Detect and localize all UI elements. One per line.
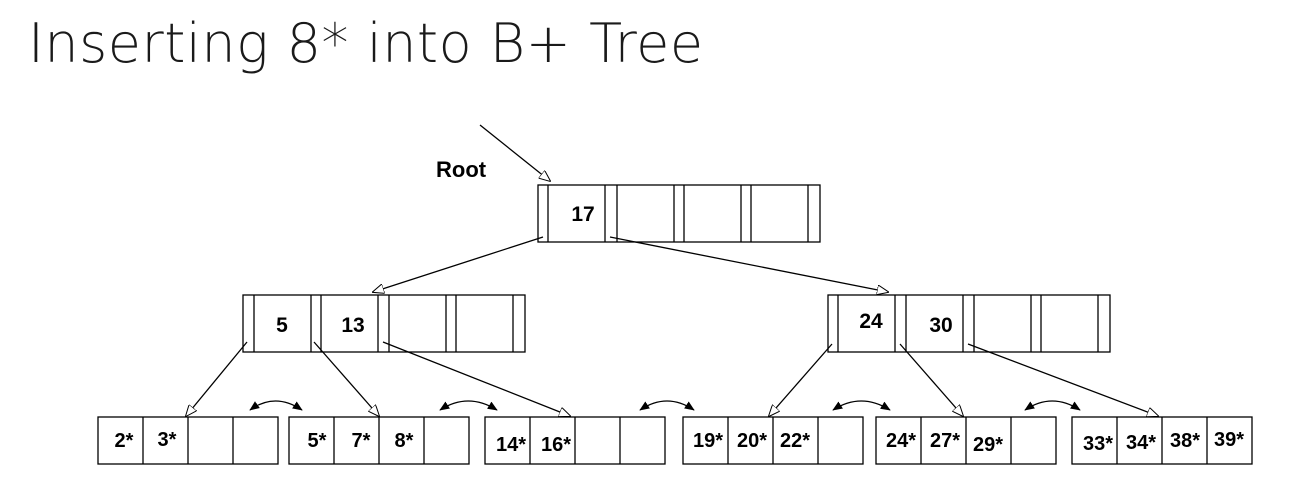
leaf-entry: 24*	[886, 430, 916, 452]
leaf-entry: 39*	[1214, 429, 1244, 451]
root-pointer-arrow	[479, 124, 550, 181]
leaf-entry: 22*	[780, 430, 810, 452]
leaf-node: 5* 7* 8*	[288, 416, 470, 465]
root-label: Root	[436, 157, 487, 182]
root-key: 17	[571, 203, 594, 226]
internal-key: 5	[276, 314, 288, 337]
leaf-entry: 38*	[1170, 430, 1200, 452]
leaf-entry: 3*	[158, 429, 177, 451]
leaf-entry: 7*	[352, 430, 371, 452]
leaf-entry: 8*	[395, 430, 414, 452]
leaf-entry: 5*	[308, 430, 327, 452]
pointer-arrow	[609, 236, 888, 292]
pointer-arrow	[899, 343, 963, 416]
leaf-node: 2* 3*	[97, 416, 279, 465]
sibling-link	[832, 400, 891, 411]
leaf-entry: 19*	[693, 430, 723, 452]
leaf-node: 33* 34* 38* 39*	[1071, 416, 1253, 465]
leaf-node: 19* 20* 22*	[682, 416, 864, 465]
slide-title: Inserting 8* into B+ Tree	[28, 12, 704, 75]
sibling-link	[639, 400, 695, 411]
leaf-entry: 20*	[737, 430, 767, 452]
pointer-arrow	[382, 341, 570, 416]
leaf-entry: 34*	[1126, 432, 1156, 454]
pointer-arrow	[186, 341, 248, 416]
pointer-arrow	[967, 343, 1158, 416]
sibling-link	[249, 400, 303, 411]
leaf-entry: 29*	[973, 434, 1003, 456]
pointer-arrow	[373, 236, 544, 292]
leaf-entry: 33*	[1083, 433, 1113, 455]
sibling-link	[1024, 400, 1081, 411]
leaf-entry: 27*	[930, 430, 960, 452]
leaf-entry: 14*	[496, 434, 526, 456]
internal-node-left: 5 13	[242, 294, 526, 353]
leaf-entry: 16*	[541, 434, 571, 456]
internal-key: 24	[859, 310, 883, 333]
leaf-node: 14* 16*	[484, 416, 666, 465]
internal-node-right: 24 30	[827, 294, 1111, 353]
sibling-link	[439, 400, 498, 411]
leaf-node: 24* 27* 29*	[875, 416, 1057, 465]
internal-key: 13	[341, 314, 364, 337]
leaf-entry: 2*	[115, 430, 134, 452]
root-node: 17	[537, 184, 821, 243]
pointer-arrow	[769, 343, 833, 416]
internal-key: 30	[929, 314, 952, 337]
pointer-arrow	[313, 341, 379, 416]
